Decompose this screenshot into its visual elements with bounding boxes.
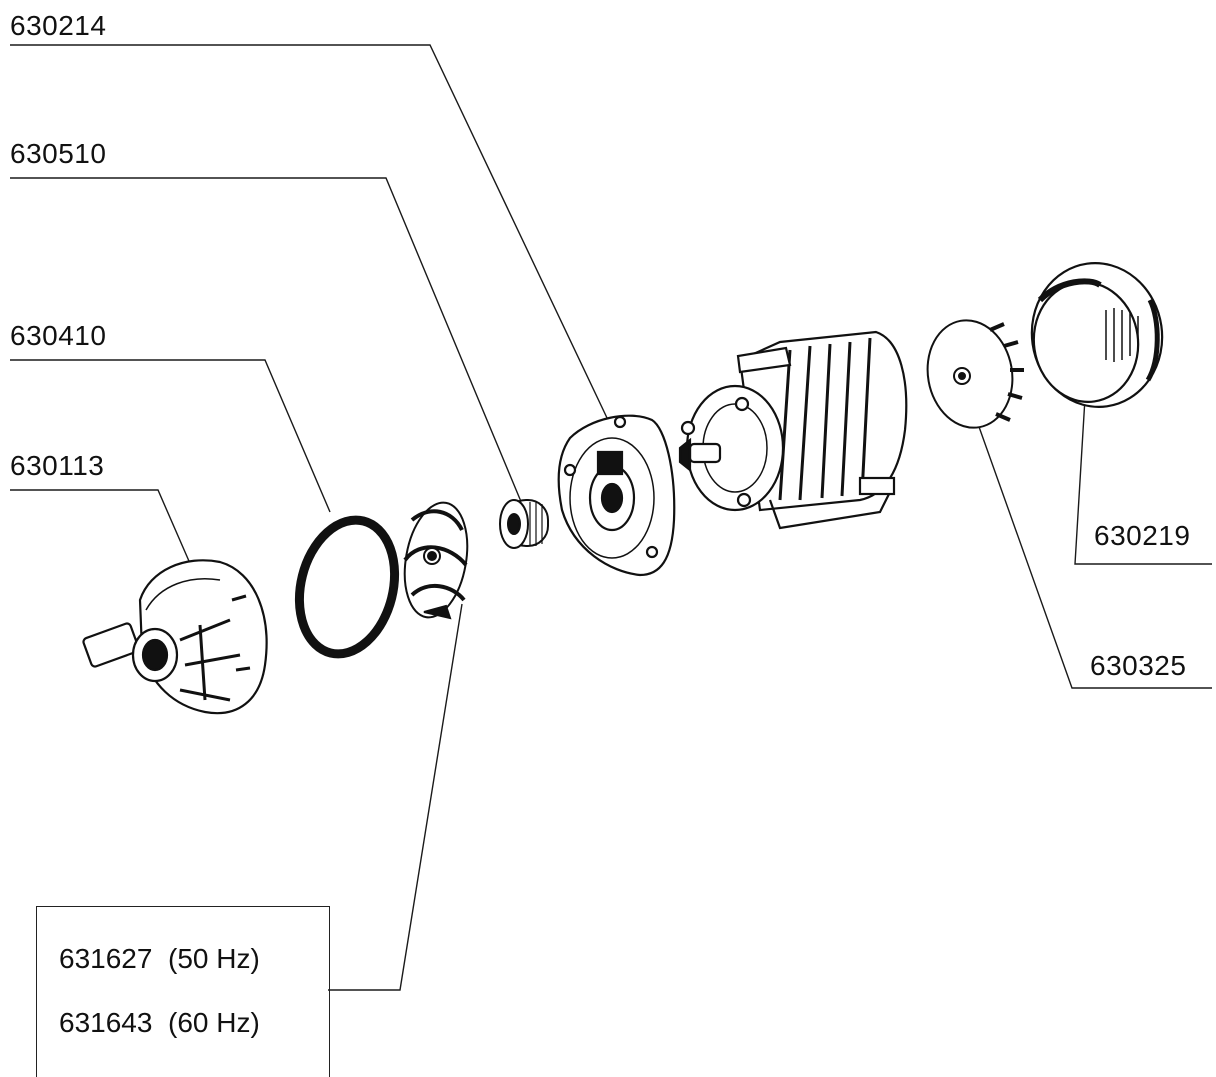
leader-impeller	[328, 603, 463, 991]
seal-bushing	[499, 499, 549, 549]
cooling-fan	[926, 319, 1024, 429]
leader-630325	[977, 423, 1212, 689]
leader-630214	[10, 44, 609, 421]
label-630410: 630410	[10, 320, 107, 351]
label-630219: 630219	[1094, 520, 1191, 551]
impeller-part-box: 631627 (50 Hz) 631643 (60 Hz)	[36, 906, 330, 1077]
label-630510: 630510	[10, 138, 107, 169]
electric-motor	[678, 330, 908, 530]
motor-flange	[557, 414, 676, 577]
o-ring	[294, 515, 400, 659]
leader-lines	[10, 44, 1212, 991]
fan-cover	[1030, 262, 1164, 408]
leader-630113	[10, 489, 193, 569]
label-630113: 630113	[10, 450, 105, 481]
leader-630510	[10, 177, 523, 505]
impeller-part-50hz: 631627 (50 Hz)	[59, 943, 260, 974]
leader-630219	[1074, 397, 1212, 565]
impeller	[403, 501, 469, 620]
impeller-part-60hz: 631643 (60 Hz)	[59, 1007, 260, 1038]
pump-housing	[82, 559, 268, 715]
label-630214: 630214	[10, 10, 107, 41]
label-630325: 630325	[1090, 650, 1187, 681]
leader-630410	[10, 359, 331, 513]
